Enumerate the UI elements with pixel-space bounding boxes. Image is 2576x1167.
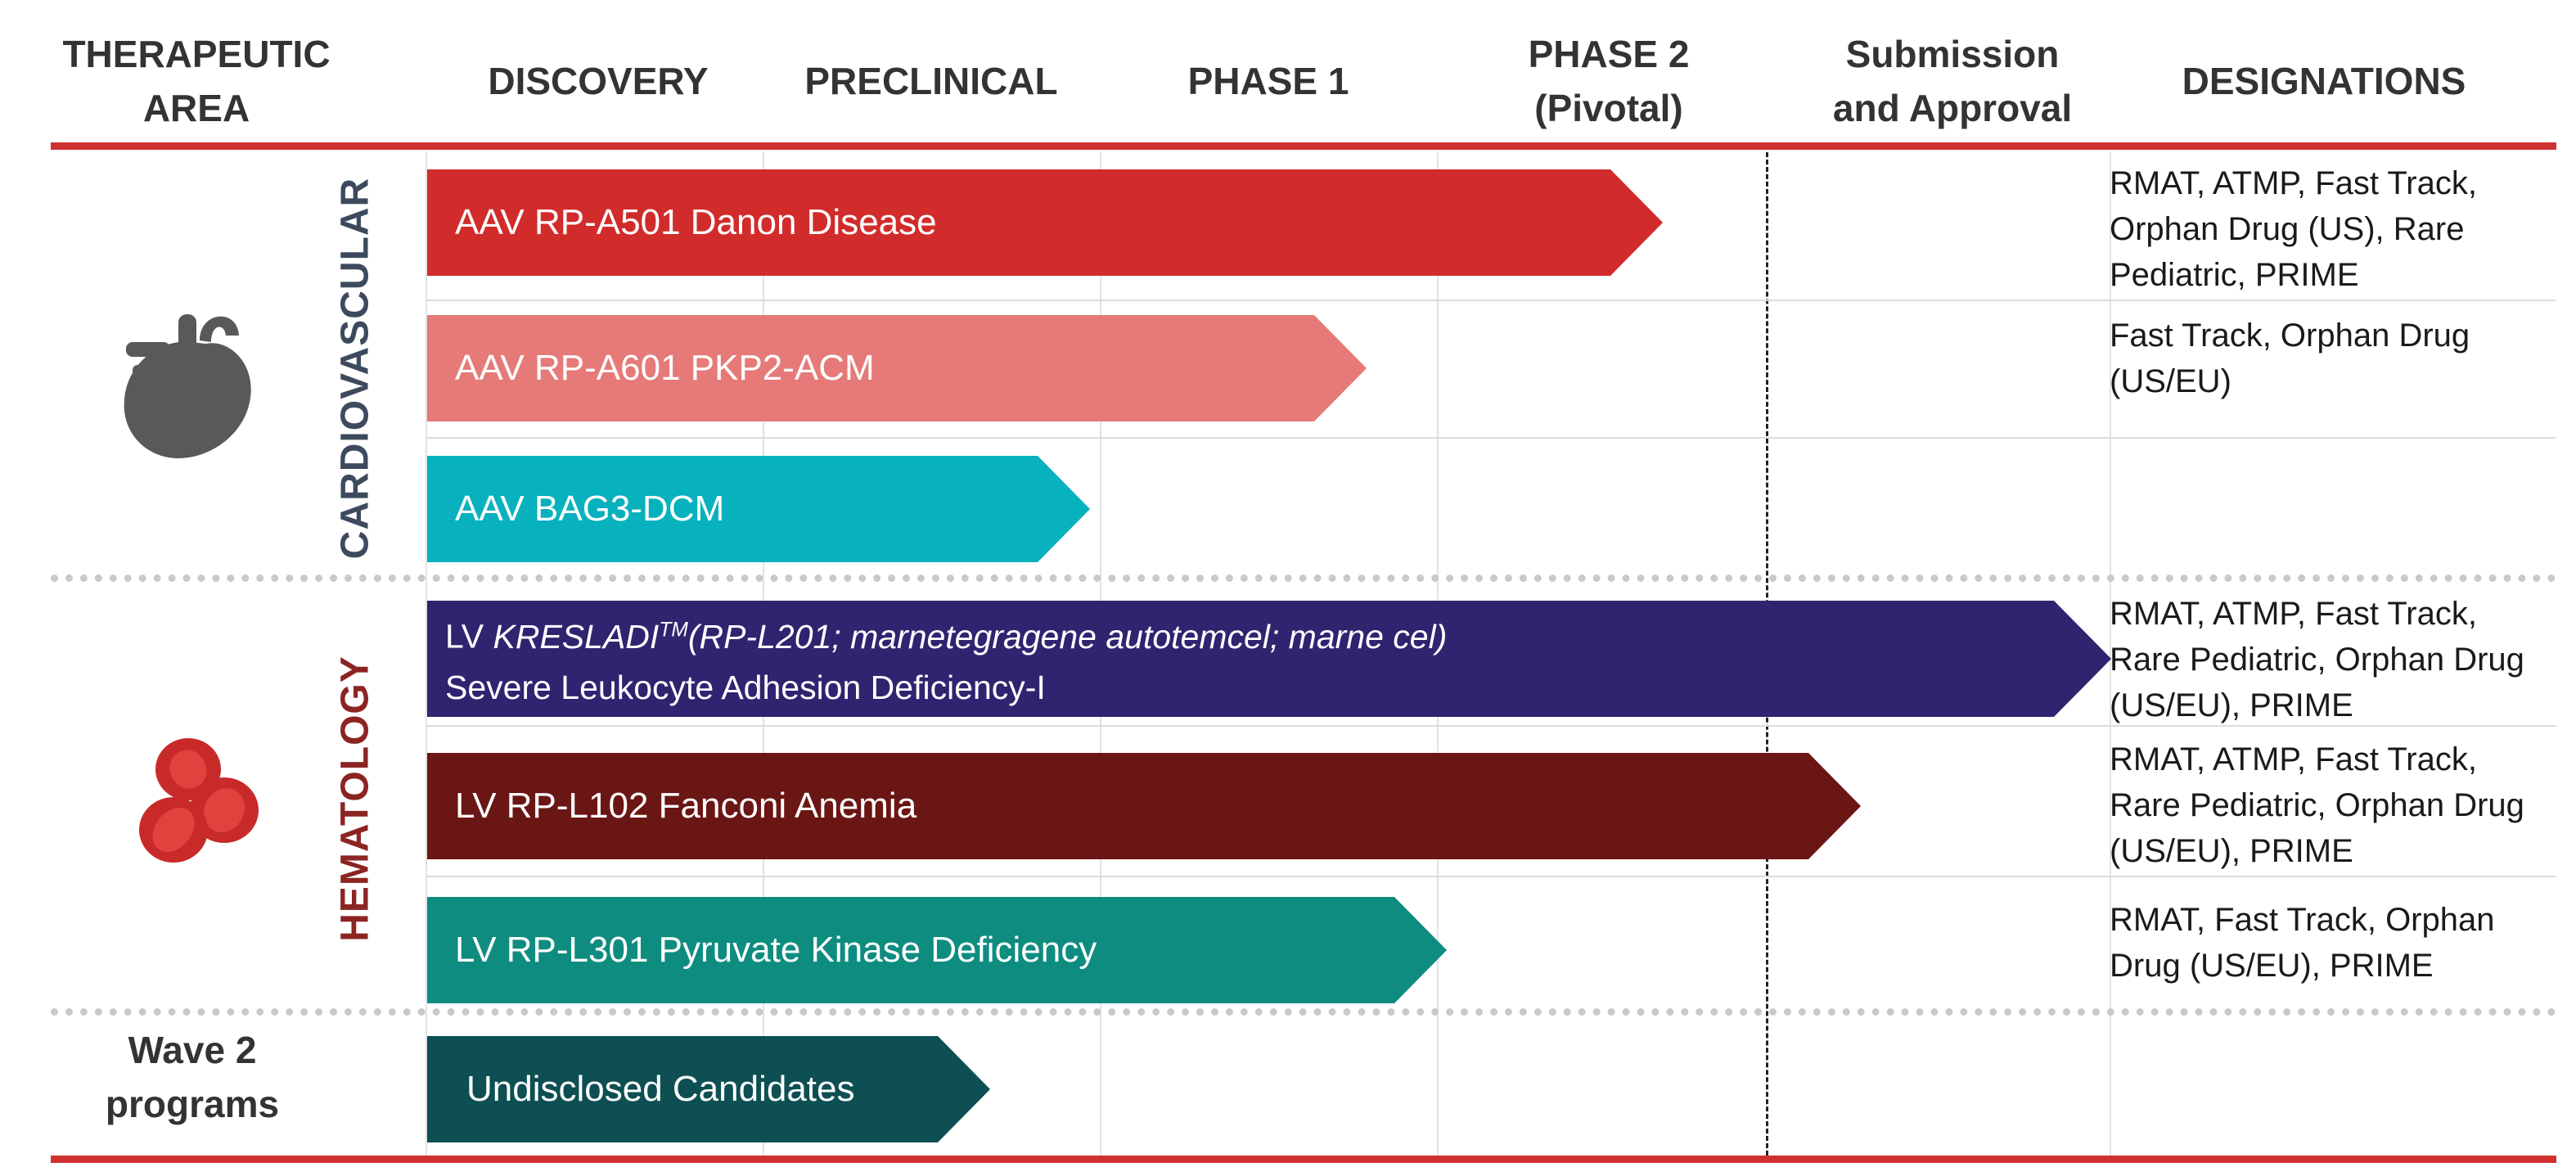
header-phase1: PHASE 1 [1187,60,1349,102]
area-hematology-label: HEMATOLOGY [333,656,377,942]
program-bar-rp-l102: LV RP-L102 Fanconi Anemia [427,753,1861,859]
grid-line [426,152,427,1156]
program-label-line2: Severe Leukocyte Adhesion Deficiency-I [445,668,1046,706]
program-label: AAV BAG3-DCM [455,489,725,529]
program-bar-bag3: AAV BAG3-DCM [427,456,1090,562]
header-therapeutic-area: THERAPEUTIC AREA [62,33,331,129]
program-label-line1: LV KRESLADITM(RP-L201; marnetegragene au… [445,617,1448,656]
program-label: AAV RP-A501 Danon Disease [455,202,937,242]
row-divider [426,876,2556,877]
program-bar-rp-l301: LV RP-L301 Pyruvate Kinase Deficiency [427,897,1447,1003]
program-bar-rp-a601: AAV RP-A601 PKP2-ACM [427,315,1367,421]
designations-rp-a601: Fast Track, Orphan Drug (US/EU) [2110,318,2470,399]
top-rule [51,142,2556,150]
program-bar-kresladi: LV KRESLADITM(RP-L201; marnetegragene au… [427,601,2111,717]
designations-rp-l102: RMAT, ATMP, Fast Track, Rare Pediatric, … [2110,741,2524,869]
header-submission: Submission and Approval [1832,33,2073,129]
program-label: LV RP-L102 Fanconi Anemia [455,786,917,826]
grid-line [2110,152,2111,1156]
designations-rp-a501: RMAT, ATMP, Fast Track, Orphan Drug (US)… [2110,165,2477,293]
program-label: LV RP-L301 Pyruvate Kinase Deficiency [455,930,1097,970]
header-preclinical: PRECLINICAL [804,60,1058,102]
red-blood-cells-icon [139,738,259,863]
program-bar-rp-a501: AAV RP-A501 Danon Disease [427,169,1663,276]
section-divider [51,574,2556,582]
section-divider [51,1008,2556,1016]
program-label: AAV RP-A601 PKP2-ACM [455,348,875,388]
header-phase2: PHASE 2 (Pivotal) [1528,33,1690,129]
bottom-rule [51,1156,2556,1163]
header-designations: DESIGNATIONS [2182,60,2466,102]
program-label: Undisclosed Candidates [466,1069,855,1109]
area-wave2-label: Wave 2 programs [105,1029,280,1125]
heart-icon [124,314,251,458]
row-divider [426,437,2556,439]
designations-rp-l301: RMAT, Fast Track, Orphan Drug (US/EU), P… [2110,902,2495,984]
designations-kresladi: RMAT, ATMP, Fast Track, Rare Pediatric, … [2110,596,2524,723]
row-divider [426,300,2556,301]
program-bar-undisclosed: Undisclosed Candidates [427,1036,990,1142]
row-divider [426,725,2556,727]
area-cardiovascular-label: CARDIOVASCULAR [333,177,377,560]
header-discovery: DISCOVERY [488,60,709,102]
